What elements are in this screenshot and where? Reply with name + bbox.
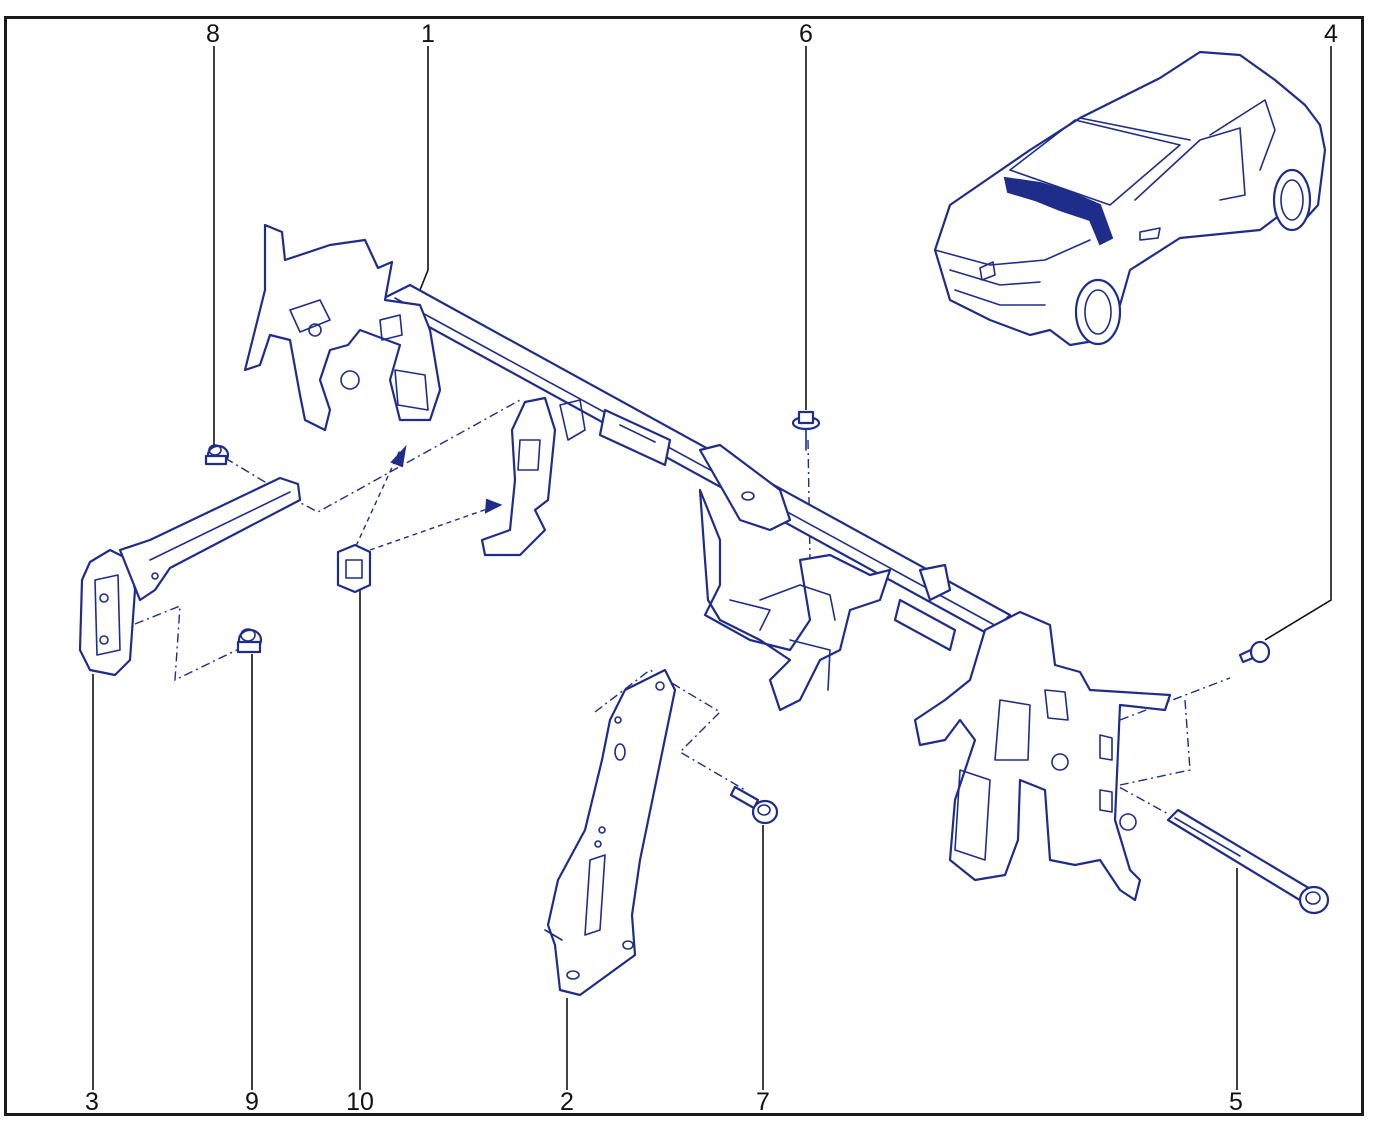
leader-lines — [92, 46, 1332, 1090]
vehicle-locator-illustration — [933, 50, 1327, 347]
callout-1: 1 — [421, 20, 435, 48]
part-1-cross-member — [243, 223, 1172, 902]
callout-5: 5 — [1229, 1088, 1243, 1116]
callout-2: 2 — [560, 1088, 574, 1116]
callout-7: 7 — [756, 1088, 770, 1116]
part-6-screw — [791, 410, 821, 451]
callout-9: 9 — [245, 1088, 259, 1116]
leader-4 — [1264, 46, 1332, 641]
callout-10: 10 — [346, 1088, 374, 1116]
part-2-support-bracket — [544, 668, 677, 997]
callout-4: 4 — [1324, 20, 1338, 48]
part-3-side-bracket — [78, 476, 302, 677]
part-4-bolt — [1238, 640, 1271, 664]
callout-3: 3 — [85, 1088, 99, 1116]
part-8-nut — [204, 444, 230, 466]
part-5-long-bolt — [1166, 808, 1330, 915]
leader-1 — [419, 46, 429, 291]
assembly-axes — [134, 399, 1231, 816]
part-9-nut — [236, 628, 263, 654]
part-10-clip — [336, 543, 372, 594]
callout-6: 6 — [799, 20, 813, 48]
callout-8: 8 — [206, 20, 220, 48]
part-7-bolt — [729, 785, 779, 825]
